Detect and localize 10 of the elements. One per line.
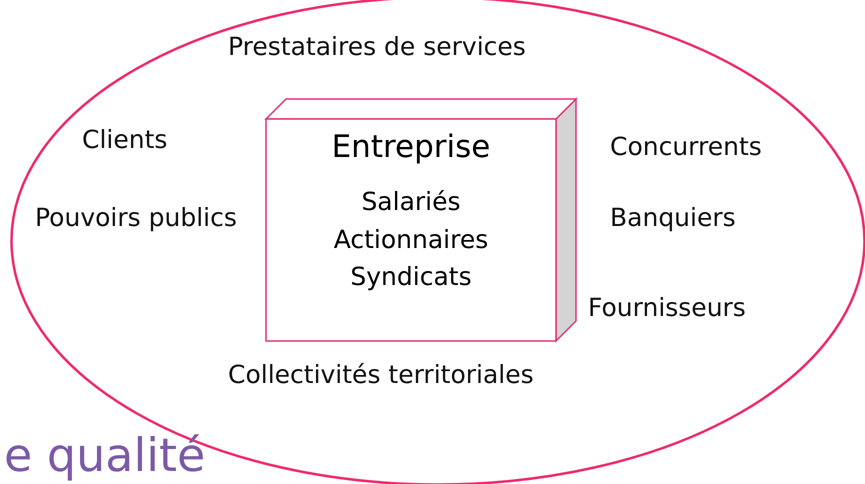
stakeholder-label: Fournisseurs bbox=[588, 293, 746, 323]
member-list: Salariés Actionnaires Syndicats bbox=[334, 183, 488, 296]
stakeholder-label: Banquiers bbox=[610, 203, 736, 233]
stakeholder-label: Pouvoirs publics bbox=[35, 203, 237, 233]
block-title: Entreprise bbox=[332, 129, 490, 165]
stakeholder-label: Clients bbox=[82, 125, 168, 155]
heading-fragment: e qualité bbox=[4, 428, 206, 484]
stakeholder-label: Collectivités territoriales bbox=[228, 360, 534, 390]
stakeholder-label: Prestataires de services bbox=[228, 32, 526, 62]
stakeholder-label: Concurrents bbox=[610, 132, 762, 162]
